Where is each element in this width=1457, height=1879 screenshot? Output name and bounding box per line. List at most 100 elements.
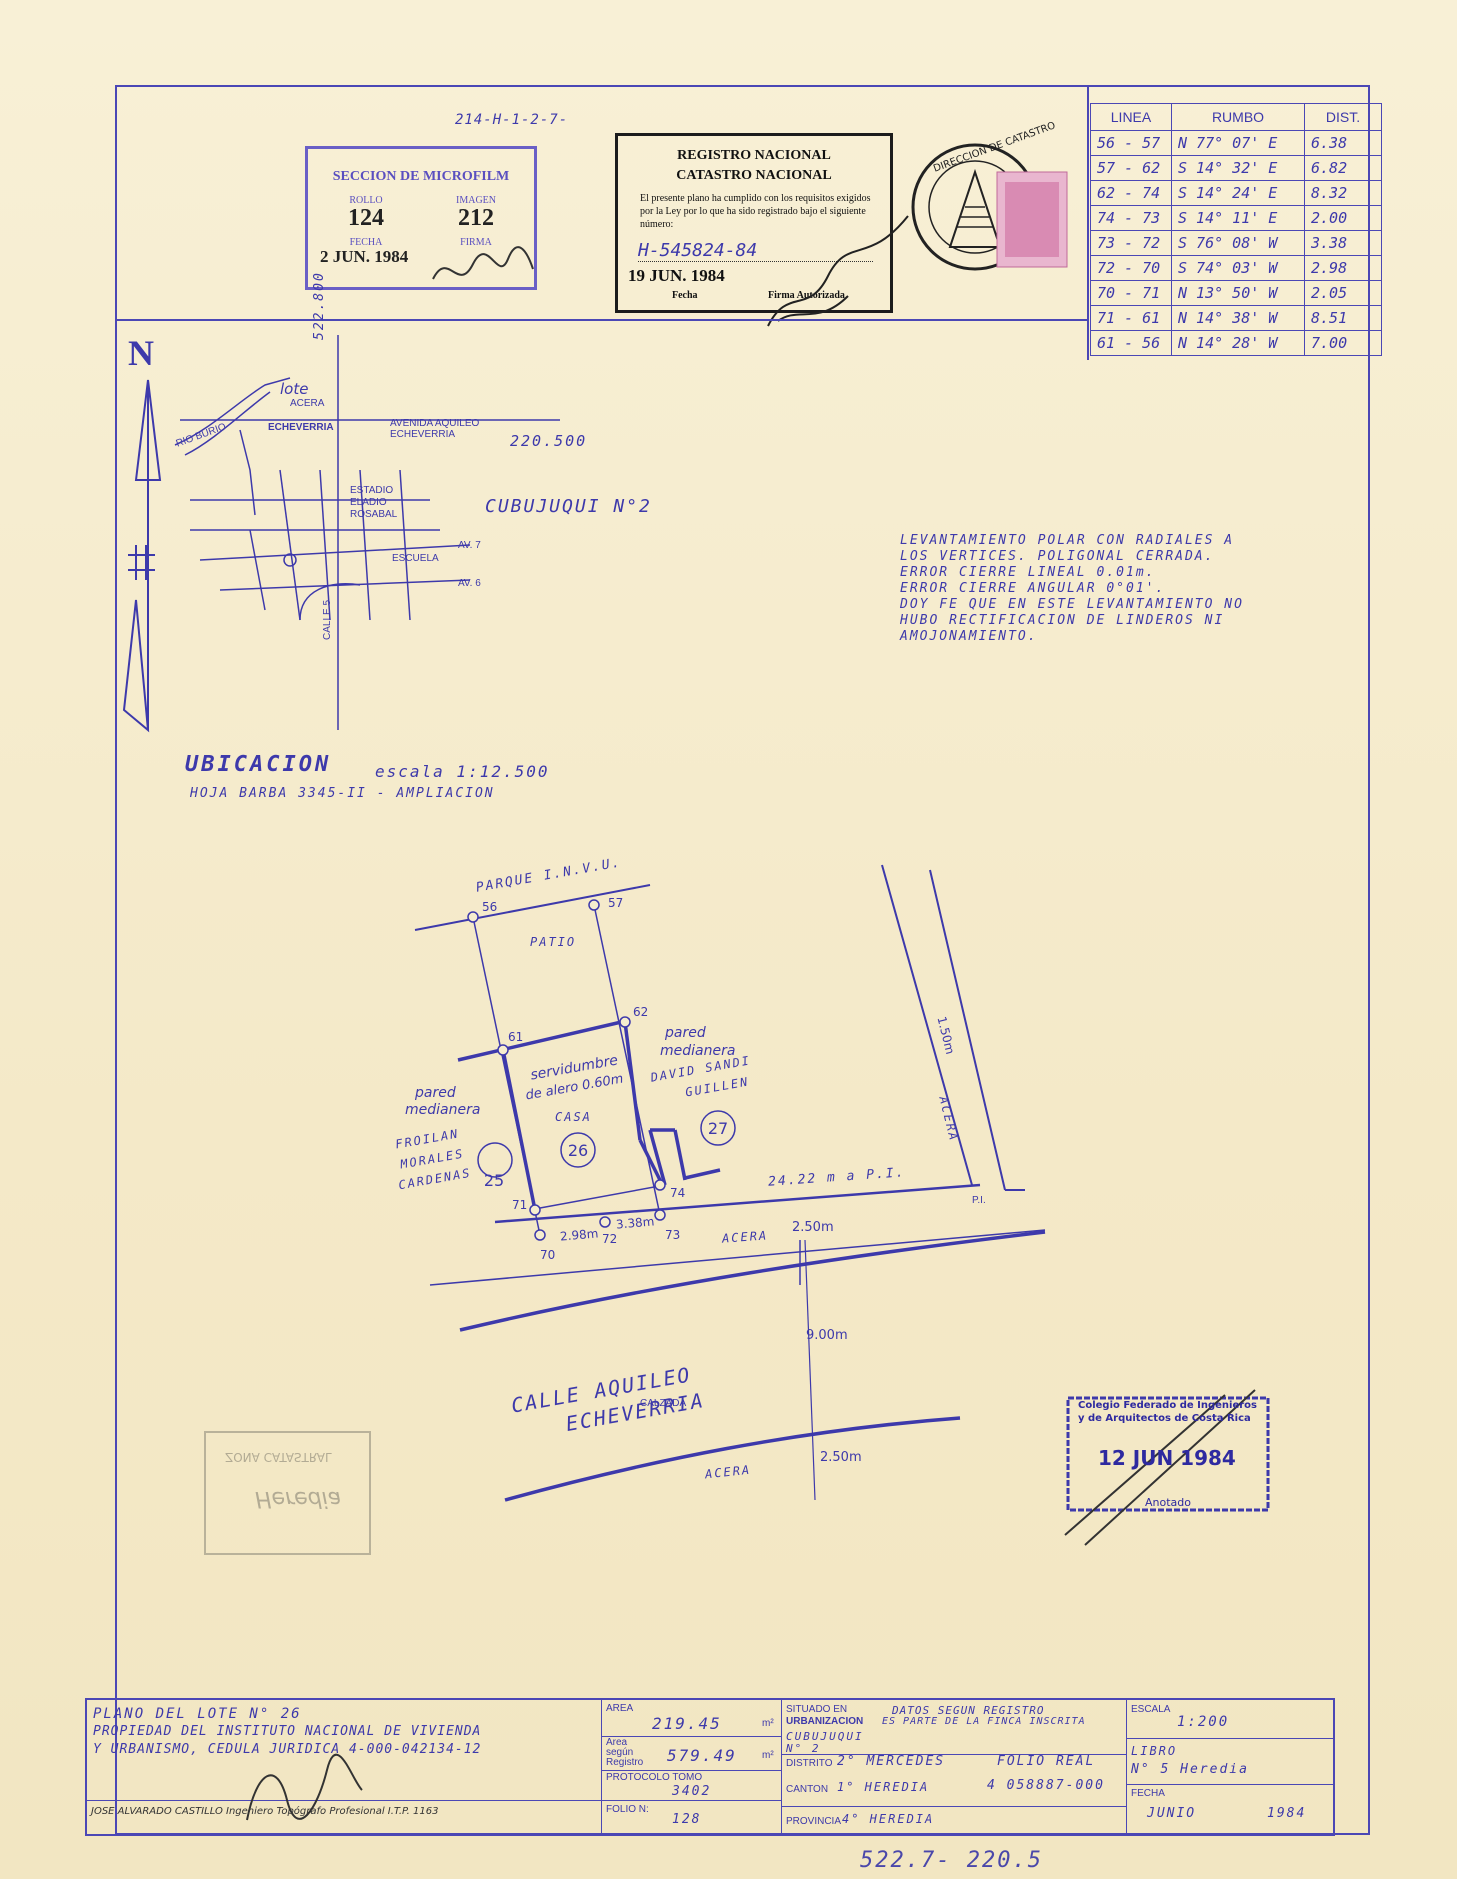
vertex-73: 73	[665, 1228, 681, 1242]
rumbo-cell: S 14° 11' E	[1171, 205, 1305, 231]
provincia-value: 4° HEREDIA	[842, 1812, 935, 1826]
patio-label: PATIO	[530, 935, 577, 949]
ubicacion-escala: escala 1:12.500	[375, 762, 550, 781]
area-registro-unit: m²	[762, 1750, 774, 1761]
bottom-note: 522.7- 220.5	[860, 1848, 1043, 1873]
situado-label: SITUADO EN	[786, 1704, 848, 1715]
dist-cell: 3.38	[1304, 230, 1382, 256]
dist-cell: 7.00	[1304, 330, 1382, 356]
lot-plan	[414, 864, 1046, 1502]
linea-cell: 62 - 74	[1090, 180, 1172, 206]
registro-firma-label: Firma Autorizada	[768, 290, 845, 301]
vertex-70: 70	[540, 1248, 556, 1262]
vertex-62: 62	[633, 1005, 649, 1019]
catastro-title: CATASTRO NACIONAL	[676, 168, 832, 183]
note-line: DOY FE QUE EN ESTE LEVANTAMIENTO NO	[900, 597, 1244, 612]
ubicacion-title: UBICACION	[185, 752, 332, 777]
registro-nacional-stamp: REGISTRO NACIONAL CATASTRO NACIONAL El p…	[615, 133, 909, 327]
engineer-signature	[246, 1753, 363, 1821]
rumbo-cell: N 13° 50' W	[1171, 280, 1305, 306]
dist-cell: 2.98	[1304, 255, 1382, 281]
top-reference: 214-H-1-2-7-	[455, 112, 569, 128]
title-block-area: AREA 219.45 m² Area según Registro 579.4…	[602, 1700, 782, 1834]
dist-cell: 6.82	[1304, 155, 1382, 181]
registro-signature	[767, 215, 909, 327]
colegio-line-1: Colegio Federado de Ingenieros	[1078, 1400, 1257, 1411]
ubicacion-hoja: HOJA BARBA 3345-II - AMPLIACION	[190, 786, 495, 801]
urbanizacion-name-2: N° 2	[786, 1742, 821, 1755]
coord-horizontal: 220.500	[510, 432, 588, 450]
title-block: PLANO DEL LOTE N° 26 PROPIEDAD DEL INSTI…	[85, 1698, 1335, 1836]
pared-left: pared	[415, 1085, 456, 1101]
mes-value: JUNIO	[1147, 1806, 1197, 1821]
area-registro-label: Area según Registro	[606, 1737, 644, 1768]
dist-cell: 2.05	[1304, 280, 1382, 306]
fecha-label: FECHA	[349, 237, 383, 248]
ingeniero-label: JOSE ALVARADO CASTILLO Ingeniero Topógra…	[91, 1806, 439, 1817]
folio-value: 128	[672, 1812, 702, 1827]
map-av6-label: AV. 6	[458, 578, 481, 589]
note-line: LEVANTAMIENTO POLAR CON RADIALES A	[900, 533, 1235, 548]
header-rumbo: RUMBO	[1171, 103, 1305, 131]
calzada-width: 9.00m	[806, 1328, 848, 1343]
canton-value: 1° HEREDIA	[837, 1780, 930, 1794]
distrito-value: 2° MERCEDES	[837, 1754, 946, 1769]
acera-bottom-width: 2.50m	[820, 1450, 862, 1465]
note-line: ERROR CIERRE ANGULAR 0°01'.	[900, 581, 1166, 596]
rumbo-cell: S 74° 03' W	[1171, 255, 1305, 281]
map-acera-label: ACERA	[290, 398, 325, 409]
rollo-value: 124	[348, 205, 384, 231]
libro-value: N° 5 Heredia	[1131, 1762, 1249, 1777]
rumbo-cell: N 14° 28' W	[1171, 330, 1305, 356]
medianera-left: medianera	[405, 1102, 481, 1118]
pared-right: pared	[665, 1025, 706, 1041]
faded-stamp-line-2: Heredia	[255, 1486, 342, 1511]
map-estadio-label: ESTADIO ELADIO ROSABAL	[350, 485, 398, 520]
registro-fecha-label: Fecha	[672, 290, 698, 301]
cubujuqui-label: CUBUJUQUI N°2	[485, 496, 652, 517]
propiedad-line-1: PROPIEDAD DEL INSTITUTO NACIONAL DE VIVI…	[93, 1724, 482, 1739]
vertex-71: 71	[512, 1198, 528, 1212]
vertex-57: 57	[608, 896, 624, 910]
north-label: N	[128, 333, 154, 373]
map-escuela-label: ESCUELA	[392, 553, 439, 564]
vertex-72: 72	[602, 1232, 618, 1246]
title-block-scale: ESCALA 1:200 LIBRO N° 5 Heredia FECHA JU…	[1127, 1700, 1333, 1834]
microfilm-signature	[432, 246, 534, 280]
coord-vertical: 522.800	[312, 271, 327, 340]
folio-label: FOLIO N:	[606, 1804, 649, 1815]
map-avenida-label: AVENIDA AQUILEO ECHEVERRIA	[390, 418, 480, 440]
faded-stamp-line-1: ZONA CATASTRAL	[225, 1450, 332, 1464]
rumbo-cell: N 77° 07' E	[1171, 130, 1305, 156]
linea-cell: 74 - 73	[1090, 205, 1172, 231]
map-av7-label: AV. 7	[458, 540, 481, 551]
survey-notes: LEVANTAMIENTO POLAR CON RADIALES A LOS V…	[900, 533, 1244, 645]
imagen-label: IMAGEN	[456, 195, 496, 206]
microfilm-stamp: SECCION DE MICROFILM ROLLO IMAGEN 124 21…	[305, 146, 537, 290]
title-block-description: PLANO DEL LOTE N° 26 PROPIEDAD DEL INSTI…	[87, 1700, 602, 1834]
lot-25: 25	[483, 1171, 505, 1190]
location-map	[174, 335, 560, 730]
canton-label: CANTON	[786, 1784, 829, 1795]
registro-body: El presente plano ha cumplido con los re…	[640, 193, 871, 230]
map-calle-label: CALLE 5	[322, 599, 333, 640]
imagen-value: 212	[458, 205, 494, 231]
bearings-header-row: LINEA RUMBO DIST.	[1090, 103, 1382, 131]
header-dist: DIST.	[1304, 103, 1382, 131]
calzada-label: CALZADA	[640, 1398, 687, 1409]
lot-27: 27	[707, 1119, 729, 1138]
acera-top-width: 2.50m	[792, 1220, 834, 1235]
provincia-label: PROVINCIA	[786, 1816, 842, 1827]
lot-26: 26	[567, 1141, 589, 1160]
escala-label: ESCALA	[1131, 1704, 1171, 1715]
datos-registro-2: ES PARTE DE LA FINCA INSCRITA	[882, 1716, 1086, 1727]
